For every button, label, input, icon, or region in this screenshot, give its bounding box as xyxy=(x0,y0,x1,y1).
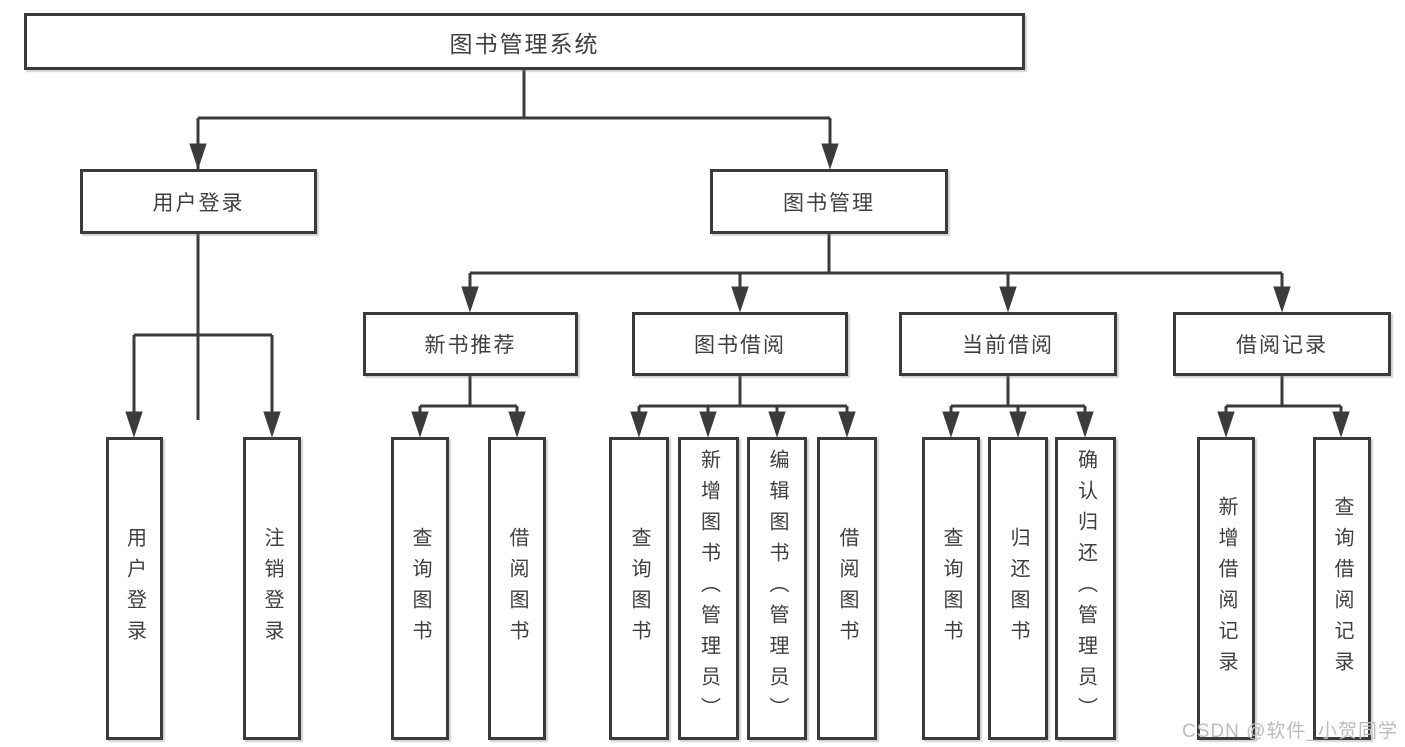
leaf-return-books: 归还图书 xyxy=(988,437,1048,740)
leaf-borrow-books-recommend: 借阅图书 xyxy=(488,437,546,740)
node-user-login: 用户登录 xyxy=(80,169,317,234)
leaf-query-books-borrow-label: 查询图书 xyxy=(628,526,650,651)
node-new-book-recommend-label: 新书推荐 xyxy=(424,334,517,357)
node-root: 图书管理系统 xyxy=(24,13,1025,70)
leaf-borrow-books: 借阅图书 xyxy=(817,437,877,740)
leaf-add-books-admin-label: 新增图书（管理员） xyxy=(697,449,720,728)
node-current-borrow-label: 当前借阅 xyxy=(962,334,1054,357)
leaf-user-login-label: 用户登录 xyxy=(123,526,146,651)
node-borrow-records: 借阅记录 xyxy=(1173,312,1391,376)
leaf-borrow-books-label: 借阅图书 xyxy=(836,526,858,651)
node-current-borrow: 当前借阅 xyxy=(899,312,1117,376)
leaf-query-borrow-record: 查询借阅记录 xyxy=(1313,437,1371,740)
leaf-logout: 注销登录 xyxy=(243,437,301,740)
node-book-borrow-label: 图书借阅 xyxy=(694,334,786,357)
leaf-query-borrow-record-label: 查询借阅记录 xyxy=(1331,495,1353,682)
leaf-return-books-label: 归还图书 xyxy=(1007,526,1029,651)
leaf-query-books-current-label: 查询图书 xyxy=(940,526,962,651)
leaf-logout-label: 注销登录 xyxy=(261,526,283,651)
node-new-book-recommend: 新书推荐 xyxy=(363,312,578,376)
leaf-query-books-recommend: 查询图书 xyxy=(391,437,449,740)
leaf-query-books-borrow: 查询图书 xyxy=(609,437,669,740)
leaf-confirm-return-admin-label: 确认归还（管理员） xyxy=(1074,449,1097,728)
leaf-confirm-return-admin: 确认归还（管理员） xyxy=(1055,437,1116,740)
leaf-user-login: 用户登录 xyxy=(106,437,163,740)
node-book-borrow: 图书借阅 xyxy=(632,312,848,376)
leaf-add-books-admin: 新增图书（管理员） xyxy=(678,437,739,740)
leaf-borrow-books-recommend-label: 借阅图书 xyxy=(506,526,528,651)
leaf-query-books-recommend-label: 查询图书 xyxy=(409,526,431,651)
leaf-edit-books-admin: 编辑图书（管理员） xyxy=(747,437,807,740)
node-book-management: 图书管理 xyxy=(710,169,948,234)
node-borrow-records-label: 借阅记录 xyxy=(1236,334,1328,357)
leaf-edit-books-admin-label: 编辑图书（管理员） xyxy=(766,449,788,728)
leaf-query-books-current: 查询图书 xyxy=(922,437,980,740)
leaf-add-borrow-record-label: 新增借阅记录 xyxy=(1215,495,1237,682)
node-root-label: 图书管理系统 xyxy=(449,30,600,57)
leaf-add-borrow-record: 新增借阅记录 xyxy=(1197,437,1255,740)
watermark: CSDN @软件_小贺同学 xyxy=(1182,721,1398,742)
node-user-login-label: 用户登录 xyxy=(152,191,245,215)
node-book-management-label: 图书管理 xyxy=(783,191,875,215)
